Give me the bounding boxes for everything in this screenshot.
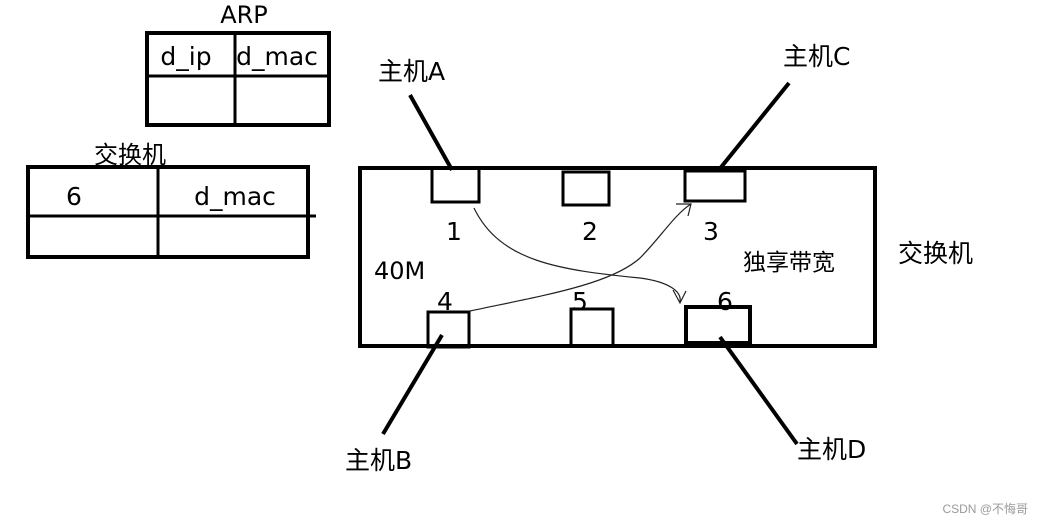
shared-bandwidth-label: 40M: [374, 257, 425, 285]
host-d-label: 主机D: [797, 435, 866, 464]
arp-table: ARP d_ip d_mac: [145, 1, 331, 127]
arp-table-title: ARP: [220, 1, 268, 29]
switch-table-header-port: 6: [66, 182, 82, 211]
switch-mac-table: 交换机 6 d_mac: [26, 141, 316, 259]
link-host-c: [716, 81, 791, 173]
link-host-b: [381, 333, 444, 436]
port-3-box: [683, 169, 747, 203]
port-5-label: 5: [572, 287, 588, 316]
traffic-arrow-1-to-6: [473, 207, 681, 303]
switch-table-header-mac: d_mac: [194, 182, 276, 211]
port-1-box: [430, 166, 481, 204]
link-host-a: [408, 94, 454, 171]
switch-label: 交换机: [898, 239, 973, 268]
port-6-label: 6: [717, 287, 733, 316]
port-2-box: [561, 170, 611, 207]
port-4-box: [426, 310, 471, 349]
port-3-label: 3: [703, 217, 719, 246]
watermark: CSDN @不悔哥: [942, 501, 1028, 516]
arrowhead-port-6: [672, 289, 687, 305]
host-c-label: 主机C: [783, 42, 850, 71]
host-b-label: 主机B: [345, 446, 412, 475]
port-1-label: 1: [446, 217, 462, 246]
traffic-arrow-4-to-3: [469, 203, 692, 312]
switch-table-title: 交换机: [94, 141, 166, 169]
port-4-label: 4: [437, 287, 453, 316]
switch-body: [358, 166, 877, 348]
switch-table-border: [26, 165, 310, 259]
switch-device: 1 2 3 4 5 6 40M 独享带宽: [358, 166, 877, 349]
arp-header-mac: d_mac: [236, 42, 318, 71]
port-6-box: [684, 305, 752, 345]
arp-table-border: [145, 31, 331, 127]
port-5-box: [569, 307, 615, 348]
arp-header-ip: d_ip: [160, 42, 211, 71]
arrowhead-port-3: [676, 203, 692, 217]
host-a-label: 主机A: [378, 57, 445, 86]
dedicated-bandwidth-label: 独享带宽: [743, 250, 835, 276]
port-2-label: 2: [582, 217, 598, 246]
link-host-d: [718, 335, 799, 446]
